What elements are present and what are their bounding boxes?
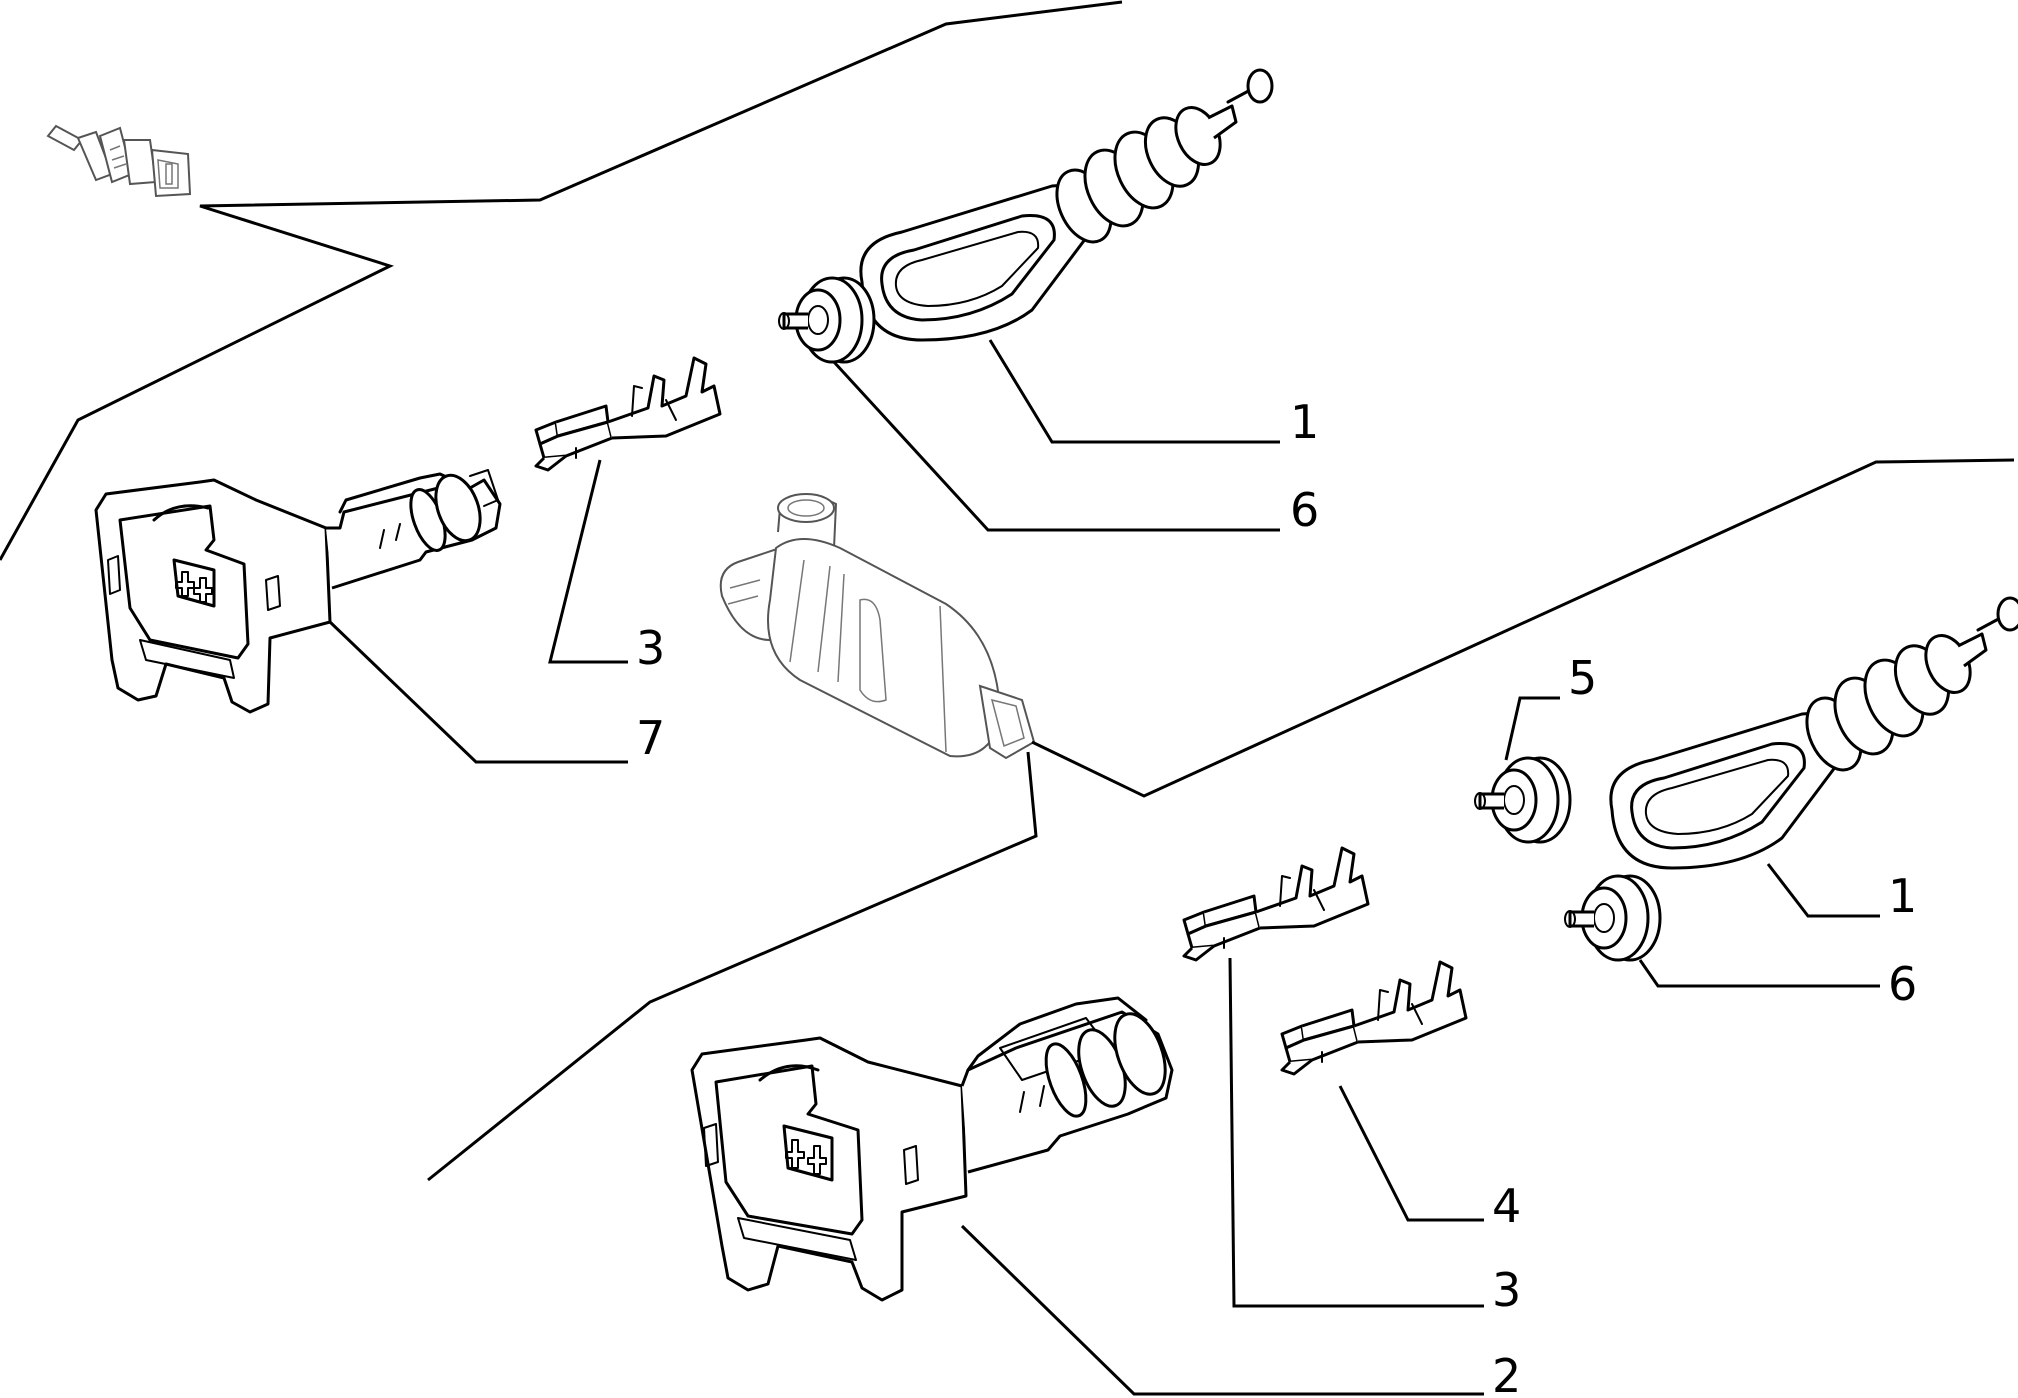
rubber-boot-lower [1609,596,2018,870]
seal-grommet-5 [1473,756,1572,844]
connector-housing-upper [94,469,502,714]
callout-7: 7 [636,711,665,765]
callout-5: 5 [1568,651,1597,705]
callout-6-upper: 6 [1290,483,1319,537]
callout-1-lower: 1 [1888,869,1917,923]
callout-3-upper: 3 [636,621,665,675]
crimp-terminal-4 [1280,960,1468,1076]
injector-part [719,493,1036,760]
callout-2: 2 [1492,1349,1521,1398]
crimp-terminal-lower [1182,846,1370,962]
callout-6-lower: 6 [1888,957,1917,1011]
temperature-sensor-part [46,124,192,198]
crimp-terminal-upper [534,356,722,472]
seal-grommet-upper [777,276,876,364]
callout-3-lower: 3 [1492,1263,1521,1317]
connector-housing-lower [690,996,1174,1302]
callout-1-upper: 1 [1290,395,1319,449]
callout-labels: 1 6 3 7 5 1 6 4 3 2 [636,395,1917,1398]
seal-grommet-6 [1563,874,1662,962]
rubber-boot-upper [859,68,1274,342]
callout-4: 4 [1492,1179,1521,1233]
